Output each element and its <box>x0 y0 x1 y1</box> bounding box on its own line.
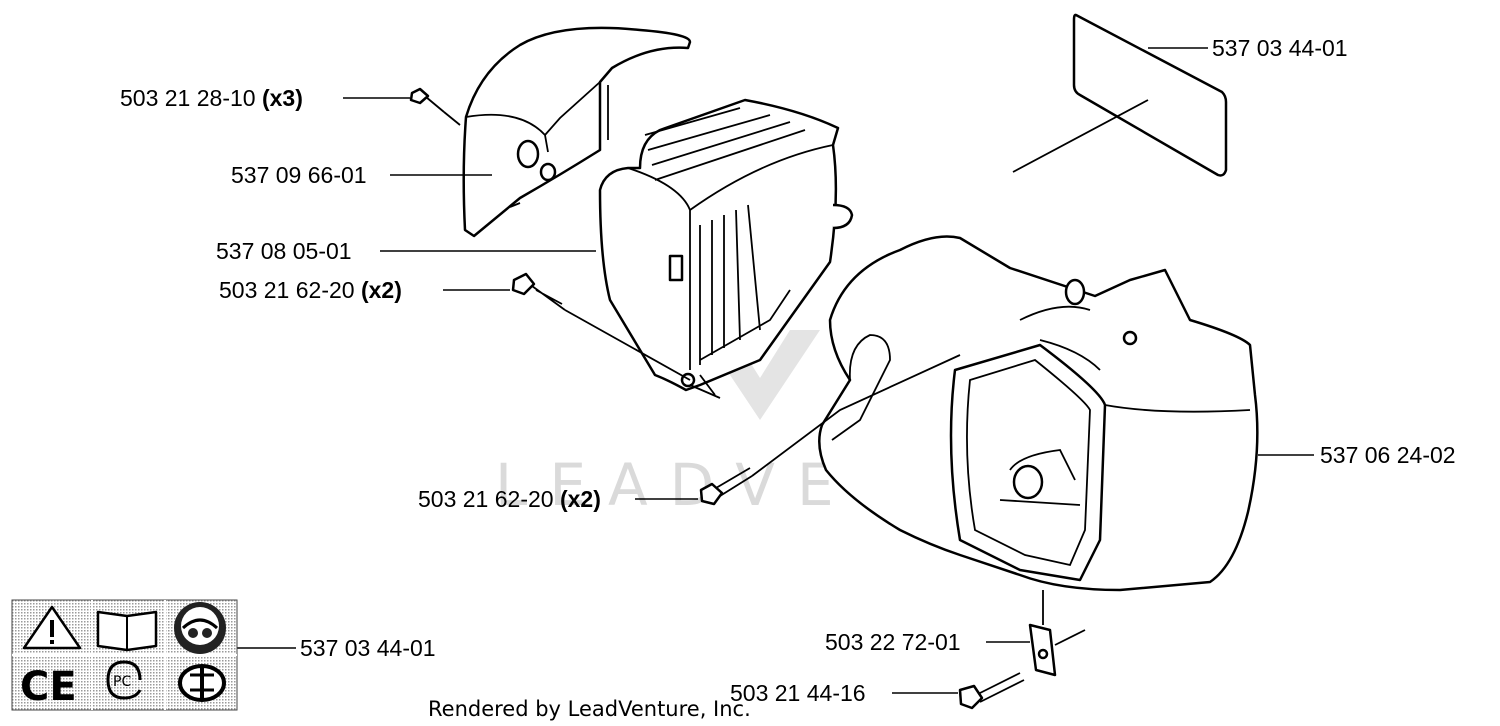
callout-label: 503 21 62-20 (x2) <box>219 277 402 303</box>
main-housing <box>818 235 1259 592</box>
callout-label: 503 21 28-10 (x3) <box>120 85 303 111</box>
callout-label: 503 21 62-20 (x2) <box>418 486 601 512</box>
cylinder-shroud <box>598 98 854 396</box>
callout-label: 537 03 44-01 <box>1212 35 1348 61</box>
callout-label: 503 21 44-16 <box>730 680 866 706</box>
callout-label: 537 09 66-01 <box>231 162 367 188</box>
clip-nut <box>1028 623 1057 677</box>
pct-mark-icon: PC <box>106 660 142 700</box>
ear-eye-protection-icon <box>174 602 226 654</box>
gost-mark-icon <box>178 664 226 702</box>
ce-mark-icon: CE <box>20 664 77 710</box>
safety-decal: CE PC <box>11 599 238 711</box>
decal-plate <box>1072 13 1228 177</box>
screw-top <box>409 87 445 113</box>
alignment-lines <box>443 99 1149 646</box>
svg-text:CE: CE <box>20 664 77 710</box>
callout-label: 537 08 05-01 <box>216 238 352 264</box>
warning-icon <box>22 605 82 650</box>
screw-center <box>699 467 753 506</box>
callout-label: 537 03 44-01 <box>300 635 436 661</box>
leader-lines <box>237 47 1314 694</box>
callout-label: 537 06 24-02 <box>1320 442 1456 468</box>
manual-book-icon <box>96 610 158 652</box>
screw-bottom <box>958 672 1025 710</box>
screw-left <box>511 272 566 311</box>
credit-text: Rendered by LeadVenture, Inc. <box>428 697 751 721</box>
svg-text:PC: PC <box>113 674 131 690</box>
top-cover <box>462 26 692 238</box>
callout-label: 503 22 72-01 <box>825 629 961 655</box>
